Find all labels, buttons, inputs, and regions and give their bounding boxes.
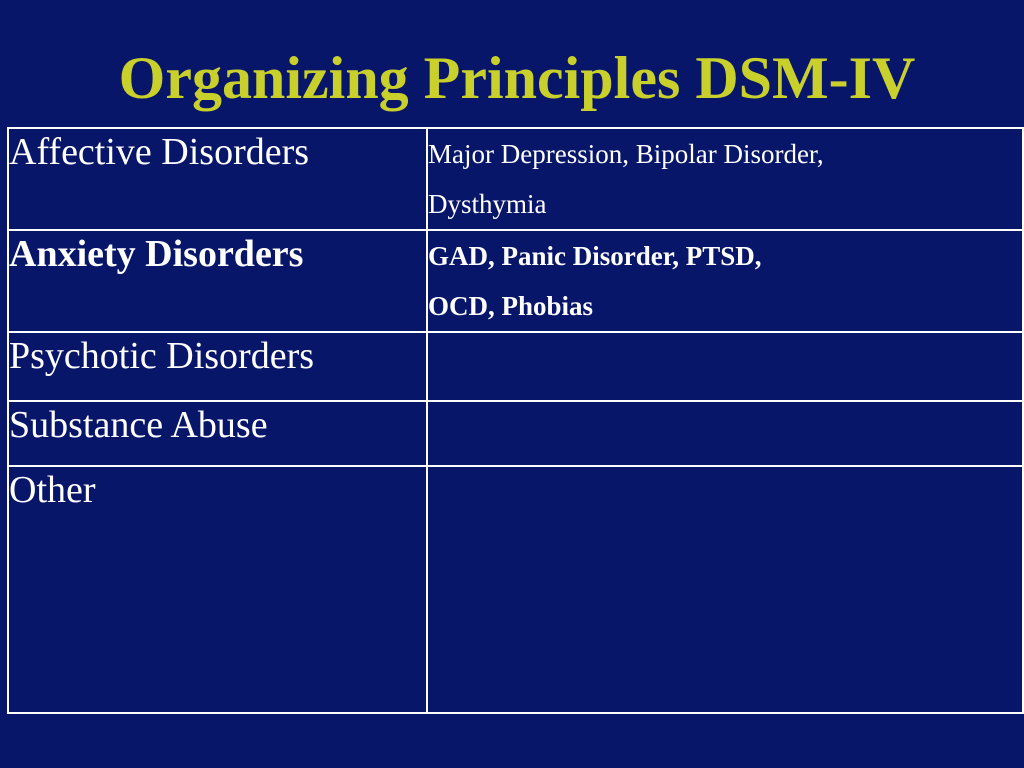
table-row: Affective Disorders Major Depression, Bi… [7, 127, 1024, 231]
details-line: Major Depression, Bipolar Disorder, [428, 139, 824, 169]
slide-title: Organizing Principles DSM-IV [118, 45, 916, 111]
category-cell: Substance Abuse [7, 400, 428, 467]
details-cell [426, 331, 1024, 402]
details-cell [426, 465, 1024, 714]
details-line: OCD, Phobias [428, 291, 594, 321]
details-cell [426, 400, 1024, 467]
details-line: Dysthymia [428, 189, 547, 219]
table-row: Anxiety Disorders GAD, Panic Disorder, P… [7, 229, 1024, 333]
table-row: Substance Abuse [7, 400, 1024, 467]
category-cell: Anxiety Disorders [7, 229, 428, 333]
details-cell: GAD, Panic Disorder, PTSD, OCD, Phobias [426, 229, 1024, 333]
disorders-table: Affective Disorders Major Depression, Bi… [7, 127, 1024, 714]
category-cell: Psychotic Disorders [7, 331, 428, 402]
details-cell: Major Depression, Bipolar Disorder, Dyst… [426, 127, 1024, 231]
category-cell: Other [7, 465, 428, 714]
details-line: GAD, Panic Disorder, PTSD, [428, 241, 762, 271]
table-row: Other [7, 465, 1024, 714]
table-row: Psychotic Disorders [7, 331, 1024, 402]
category-cell: Affective Disorders [7, 127, 428, 231]
